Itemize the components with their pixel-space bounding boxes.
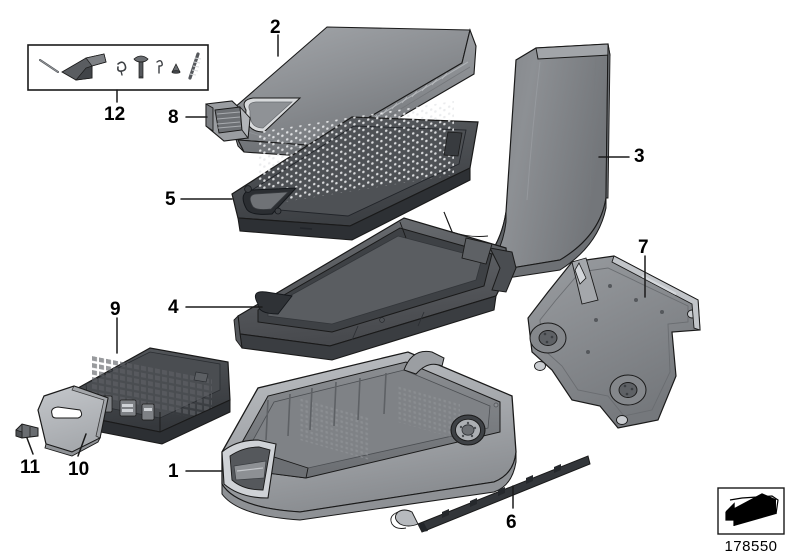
- part-10-trim-cover-plate: [37, 385, 109, 457]
- callout-2[interactable]: 2: [270, 17, 281, 38]
- orientation-legend: [717, 487, 785, 535]
- hardware-pin-rod: [39, 59, 59, 73]
- callout-3[interactable]: 3: [634, 146, 645, 167]
- hardware-washer: [171, 63, 181, 74]
- part-12-hardware-kit-box: [27, 44, 209, 91]
- callout-4[interactable]: 4: [168, 297, 179, 318]
- part-4-storage-tray-insert: [233, 217, 517, 361]
- callout-9[interactable]: 9: [110, 299, 121, 320]
- leader-11: [26, 437, 34, 455]
- callout-11[interactable]: 11: [20, 457, 41, 478]
- part-8-release-latch-button: [205, 100, 251, 142]
- hardware-coil-spring-pin: [188, 52, 202, 80]
- part-6-trim-strip-seal: [390, 455, 591, 533]
- part-11-small-retaining-clip: [15, 423, 39, 439]
- hardware-small-clip: [156, 60, 163, 74]
- callout-12[interactable]: 12: [104, 104, 126, 125]
- part-5-perforated-base-plate: [231, 100, 479, 241]
- diagram-reference-number: 178550: [724, 538, 778, 555]
- callout-1[interactable]: 1: [168, 461, 179, 482]
- hardware-mushroom-screw: [133, 55, 149, 79]
- callout-leader-lines: [26, 34, 646, 509]
- hardware-l-bracket: [61, 53, 107, 81]
- leader-10: [77, 433, 87, 457]
- part-7-metal-mounting-bracket: [527, 255, 701, 429]
- part-3-rear-cover-panel: [443, 43, 611, 284]
- callout-5[interactable]: 5: [165, 189, 176, 210]
- callout-6[interactable]: 6: [506, 512, 517, 533]
- part-1-console-housing: [221, 350, 517, 521]
- part-9-electronics-module: [73, 347, 231, 445]
- callout-7[interactable]: 7: [638, 237, 649, 258]
- callout-10[interactable]: 10: [68, 459, 90, 480]
- hardware-retaining-hook: [117, 61, 127, 76]
- callout-8[interactable]: 8: [168, 107, 179, 128]
